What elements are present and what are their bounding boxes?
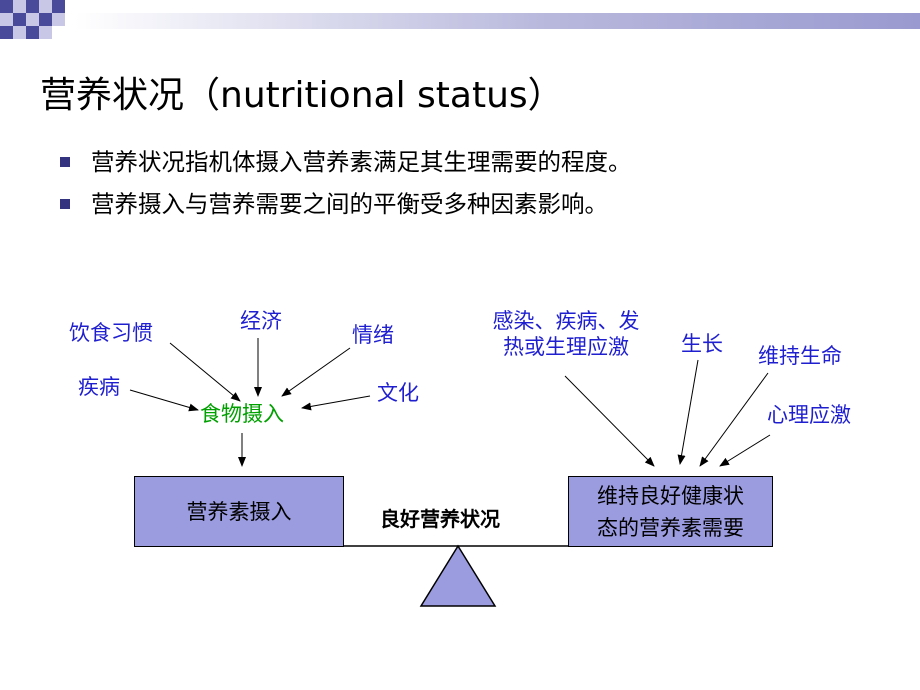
slide-title: 营养状况（nutritional status） [40,75,564,116]
nutrient-need-line2: 态的营养素需要 [597,515,744,540]
factor-disease: 疾病 [78,375,120,399]
nutrient-need-line1: 维持良好健康状 [597,483,744,508]
bullet-item: 营养摄入与营养需要之间的平衡受多种因素影响。 [60,183,632,225]
arrow-culture-to-food [301,395,371,411]
factor-maintain-life: 维持生命 [758,344,842,368]
fulcrum-triangle [419,544,497,607]
bullet-text: 营养状况指机体摄入营养素满足其生理需要的程度。 [91,148,632,176]
food-intake-label: 食物摄入 [200,402,284,426]
arrow-diet-to-food [169,342,241,402]
nutrient-need-box: 维持良好健康状 态的营养素需要 [568,476,773,547]
header-gradient-bar [75,13,920,29]
arrow-emotion-to-food [281,347,351,397]
arrow-stress-to-need [719,434,771,467]
square-bullet-icon [60,199,70,209]
factor-emotion: 情绪 [352,323,394,347]
bullet-item: 营养状况指机体摄入营养素满足其生理需要的程度。 [60,141,632,183]
factor-psych-stress: 心理应激 [767,403,851,427]
arrow-growth-to-need [677,359,699,465]
square-bullet-icon [60,157,70,167]
checker-decoration [0,0,65,39]
factor-growth: 生长 [681,332,723,356]
arrow-infection-to-need [564,375,655,467]
factor-infection-line2: 热或生理应激 [503,335,629,359]
bullet-list: 营养状况指机体摄入营养素满足其生理需要的程度。 营养摄入与营养需要之间的平衡受多… [60,141,632,225]
arrow-life-to-need [699,372,769,467]
nutrient-intake-label: 营养素摄入 [186,499,292,524]
factor-infection-line1: 感染、疾病、发 [492,309,640,333]
factor-culture: 文化 [377,381,419,405]
factor-diet-habit: 饮食习惯 [69,321,153,345]
nutrient-intake-box: 营养素摄入 [134,476,344,547]
factor-economy: 经济 [240,309,282,333]
arrow-disease-to-food [129,389,199,412]
factor-infection: 感染、疾病、发 热或生理应激 [476,308,656,360]
bullet-text: 营养摄入与营养需要之间的平衡受多种因素影响。 [91,190,608,218]
balance-label: 良好营养状况 [380,507,500,531]
